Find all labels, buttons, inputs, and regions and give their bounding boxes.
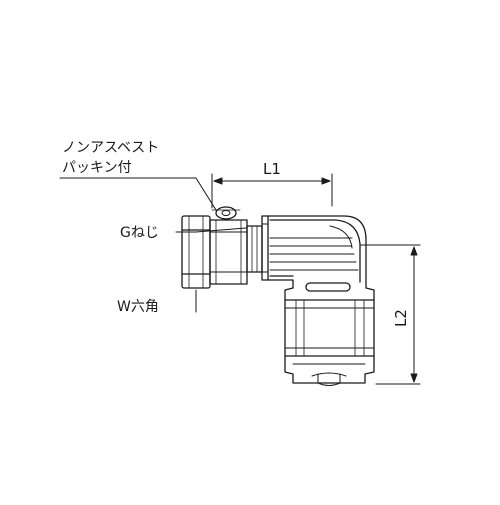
thread-neck (246, 225, 263, 273)
gasket-ring (211, 206, 241, 220)
l1-label: L1 (263, 160, 281, 178)
leader-lines (59, 177, 247, 313)
dimension-l2 (359, 244, 421, 385)
dimension-l1 (211, 173, 333, 209)
elbow-body (261, 215, 375, 386)
thread-label: Gねじ (120, 225, 159, 241)
gasket-label-line2: パッキン付 (62, 160, 132, 176)
gasket-label-line1: ノンアスベスト (62, 140, 159, 156)
hex-label: W六角 (117, 299, 159, 315)
l2-label: L2 (392, 309, 410, 327)
hex-nut (181, 215, 248, 289)
